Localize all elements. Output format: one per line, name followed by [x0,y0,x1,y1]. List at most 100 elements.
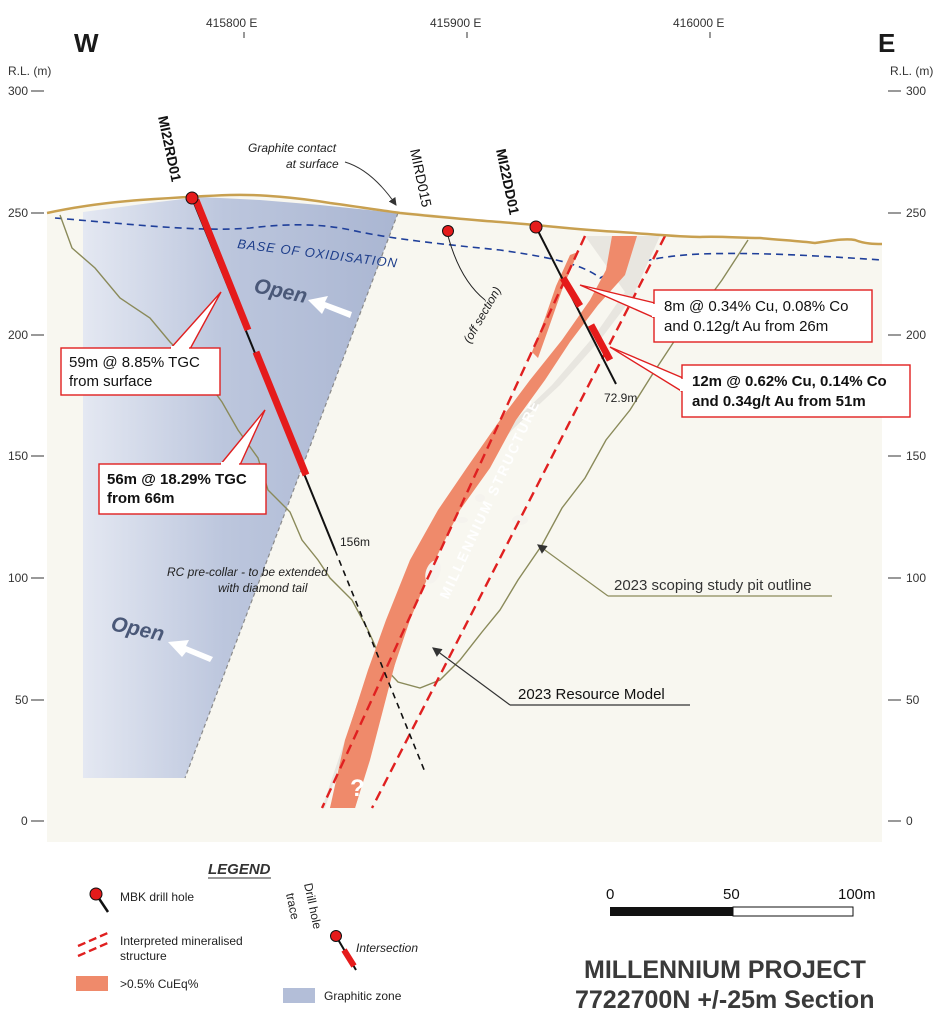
callout-pointer-mask [171,346,189,350]
inclusion [475,494,485,502]
easting-label-415900: 415900 E [430,16,481,30]
scale-label-0: 0 [606,886,614,903]
depth-label-156m: 156m [340,535,370,549]
rl-tick-label: 0 [21,814,28,828]
callout-text: 12m @ 0.62% Cu, 0.14% Co [692,373,887,390]
callout-dd01-upper: 8m @ 0.34% Cu, 0.08% Co and 0.12g/t Au f… [579,284,873,343]
depth-label-72-9m: 72.9m [604,391,637,405]
legend-structure-label-1: Interpreted mineralised [120,934,243,948]
graphite-contact-label-2: at surface [286,157,339,171]
pit-outline-label: 2023 scoping study pit outline [614,577,812,594]
callout-rd01-lower: 56m @ 18.29% TGC from 66m [98,409,267,515]
base-of-oxidisation-line [54,217,883,279]
rl-label-left: R.L. (m) [8,64,51,78]
collar-mi22rd01[interactable] [185,191,199,205]
scale-label-100m: 100m [838,886,876,903]
legend-trace-label-1: Drill hole [301,882,324,931]
structure-halo [322,236,660,808]
rl-tick-label: 50 [15,693,29,707]
callout-pointer-mask [652,304,656,317]
legend-cueq-swatch [76,976,108,991]
rl-axis-right: 300 250 200 150 100 50 0 [888,84,926,828]
legend-structure-line [77,930,111,948]
callout-text: 56m @ 18.29% TGC [107,471,247,488]
legend-drillhole-collar [89,887,103,901]
pit-outline-callout: 2023 scoping study pit outline [537,544,832,597]
callout-rd01-upper: 59m @ 8.85% TGC from surface [60,291,222,396]
callout-box [681,364,911,418]
callout-text: from surface [69,373,152,390]
legend-cueq-label: >0.5% CuEq% [120,977,199,991]
legend-graphitic-swatch [283,988,315,1003]
rl-tick-label: 200 [8,328,28,342]
rc-precollar-label-1: RC pre-collar - to be extended [167,565,328,579]
callout-pointer-mask [221,462,239,466]
legend-intersection-bar [341,948,357,968]
graphite-contact-leader [344,161,397,206]
callout-pointer-mask [680,379,684,391]
rl-tick-label: 150 [8,449,28,463]
west-label: W [74,28,99,58]
open-arrow-lower [168,640,213,662]
rl-tick-label: 100 [906,571,926,585]
legend: LEGEND MBK drill hole Interpreted minera… [76,861,418,1003]
scale-segment-black [610,907,733,916]
legend-structure-label-2: structure [120,949,167,963]
scale-segment-white [732,906,854,917]
east-label: E [878,28,895,58]
rl-tick-label: 200 [906,328,926,342]
rl-tick-label: 300 [906,84,926,98]
legend-drillhole-label: MBK drill hole [120,890,194,904]
callout-box [98,463,267,515]
callout-pointer [609,346,684,393]
rl-tick-label: 0 [906,814,913,828]
mird015-leader [447,235,486,301]
callout-text: and 0.34g/t Au from 51m [692,393,866,410]
legend-title: LEGEND [208,861,271,878]
callout-text: and 0.12g/t Au from 26m [664,318,828,335]
rl-tick-label: 250 [8,206,28,220]
callout-text: from 66m [107,490,175,507]
legend-trace-label-2: trace [283,892,302,921]
easting-label-415800: 415800 E [206,16,257,30]
resource-leader [432,647,511,706]
scale-label-50: 50 [723,886,740,903]
scale-bar: 0 50 100m [606,886,876,917]
callout-dd01-lower: 12m @ 0.62% Cu, 0.14% Co and 0.34g/t Au … [609,346,911,418]
graphite-contact-label-1: Graphite contact [248,141,337,155]
legend-intersection-label: Intersection [356,941,418,955]
rl-tick-label: 50 [906,693,920,707]
callout-pointer [579,284,656,319]
rl-tick-label: 150 [906,449,926,463]
callout-box [60,347,221,396]
legend-structure-line [77,940,111,958]
topography-line [46,193,883,246]
rl-tick-label: 100 [8,571,28,585]
rc-precollar-label-2: with diamond tail [218,581,308,595]
title-line1: MILLENNIUM PROJECT [584,956,866,984]
callout-box [653,289,873,343]
rl-axis-left: 300 250 200 150 100 50 0 [8,84,44,828]
inclusion [512,515,528,525]
graphitic-zone-boundary [184,212,399,779]
sky-above-topography [47,90,882,245]
callout-text: 59m @ 8.85% TGC [69,354,200,371]
callout-pointer [219,409,266,466]
pit-leader [537,544,609,597]
collar-mird015[interactable] [442,225,454,237]
inclusion [456,517,468,523]
legend-graphitic-label: Graphitic zone [324,989,402,1003]
collar-mi22dd01[interactable] [529,220,543,234]
resource-model-label: 2023 Resource Model [518,686,665,703]
drill-trace-mi22rd01-planned [334,549,426,773]
question-mark: ? [350,775,365,802]
resource-model-callout: 2023 Resource Model [432,647,690,706]
easting-label-416000: 416000 E [673,16,724,30]
open-arrow-upper [308,296,352,318]
mineralised-structure-hangingwall [320,235,587,809]
rl-label-right: R.L. (m) [890,64,933,78]
intersection-rd01-upper [192,198,252,332]
callout-text: 8m @ 0.34% Cu, 0.08% Co [664,298,848,315]
cueq-zone-lower-widening [330,640,400,808]
rl-tick-label: 250 [906,206,926,220]
